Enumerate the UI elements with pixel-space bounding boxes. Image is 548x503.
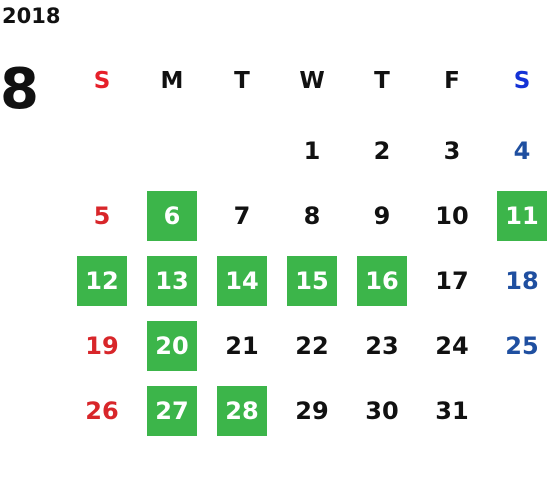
day-cell-20[interactable]: 20 [147,321,197,371]
day-cell-13[interactable]: 13 [147,256,197,306]
day-cell-2[interactable]: 2 [373,137,391,165]
weekday-header-friday: F [444,68,460,94]
month-number: 8 [0,57,39,122]
day-cell-10[interactable]: 10 [435,202,469,230]
day-cell-12[interactable]: 12 [77,256,127,306]
weekday-header-wednesday: W [299,68,325,94]
day-cell-21[interactable]: 21 [225,332,259,360]
weekday-header-monday: M [160,68,184,94]
day-cell-27[interactable]: 27 [147,386,197,436]
day-cell-9[interactable]: 9 [373,202,391,230]
weekday-header-tuesday: T [234,68,250,94]
day-cell-7[interactable]: 7 [233,202,251,230]
day-cell-14[interactable]: 14 [217,256,267,306]
day-cell-24[interactable]: 24 [435,332,469,360]
day-cell-28[interactable]: 28 [217,386,267,436]
day-cell-5[interactable]: 5 [93,202,111,230]
day-cell-16[interactable]: 16 [357,256,407,306]
day-cell-1[interactable]: 1 [303,137,321,165]
day-cell-31[interactable]: 31 [435,397,469,425]
day-cell-18[interactable]: 18 [505,267,539,295]
day-cell-4[interactable]: 4 [513,137,531,165]
day-cell-8[interactable]: 8 [303,202,321,230]
weekday-header-sunday: S [93,68,111,94]
day-cell-11[interactable]: 11 [497,191,547,241]
day-cell-3[interactable]: 3 [443,137,461,165]
year-label: 2018 [2,4,61,28]
day-cell-23[interactable]: 23 [365,332,399,360]
weekday-header-thursday: T [374,68,390,94]
day-cell-22[interactable]: 22 [295,332,329,360]
day-cell-6[interactable]: 6 [147,191,197,241]
day-cell-30[interactable]: 30 [365,397,399,425]
day-cell-17[interactable]: 17 [435,267,469,295]
day-cell-26[interactable]: 26 [85,397,119,425]
day-cell-29[interactable]: 29 [295,397,329,425]
day-cell-25[interactable]: 25 [505,332,539,360]
day-cell-15[interactable]: 15 [287,256,337,306]
weekday-header-saturday: S [513,68,531,94]
day-cell-19[interactable]: 19 [85,332,119,360]
